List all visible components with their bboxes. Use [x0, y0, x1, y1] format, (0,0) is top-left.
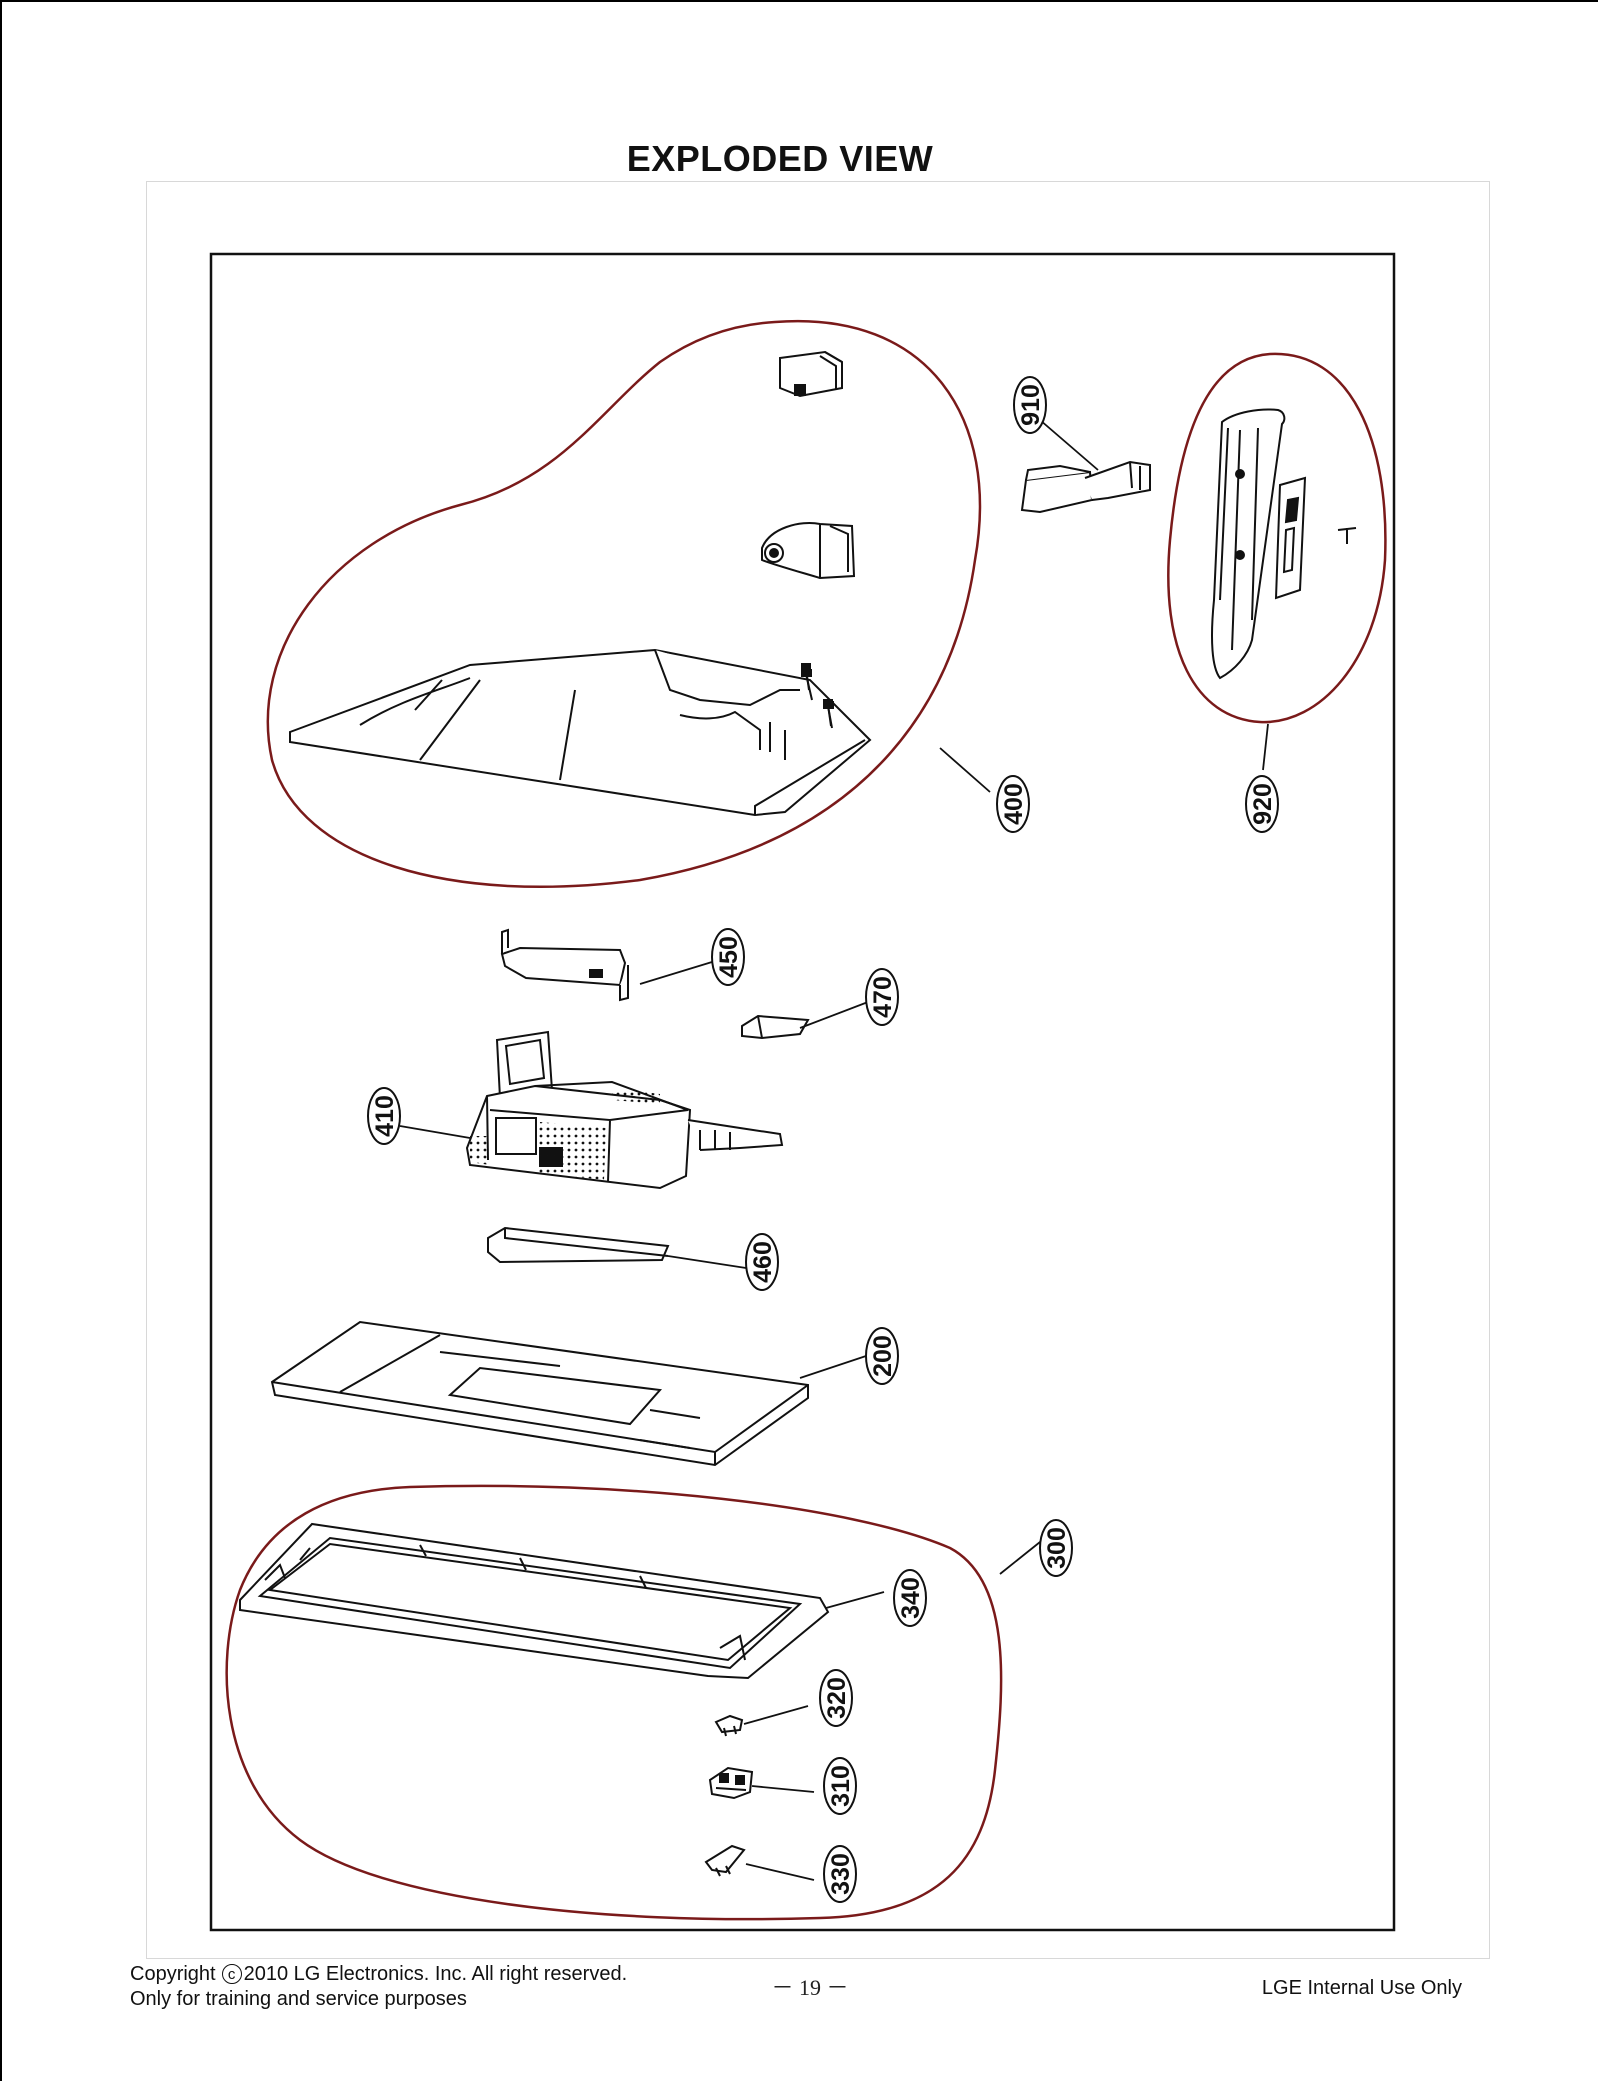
callout-bubble [1013, 376, 1047, 434]
leader-460 [667, 1255, 747, 1269]
callout-bubble [367, 1087, 401, 1145]
small-part-470 [741, 1014, 810, 1040]
callout-920: 920 [1245, 775, 1279, 833]
callout-label-450: 450 [715, 936, 743, 978]
main-board-part-410 [465, 1030, 784, 1190]
callout-450: 450 [711, 928, 745, 986]
callout-320: 320 [819, 1669, 853, 1727]
diagram-inner-frame [209, 252, 1396, 1932]
callout-label-910: 910 [1017, 384, 1045, 426]
stand-body-part-910 [1020, 460, 1151, 514]
group-outline-400 [266, 319, 982, 889]
callout-910: 910 [1013, 376, 1047, 434]
copyright-prefix: Copyright [130, 1963, 216, 1985]
leader-400 [939, 747, 991, 793]
leader-450 [639, 961, 713, 985]
callout-label-460: 460 [749, 1241, 777, 1283]
control-board-part-310 [708, 1766, 754, 1800]
hinge-cover-part [779, 350, 843, 398]
callout-label-330: 330 [827, 1853, 855, 1895]
back-cover-part-920 [1211, 408, 1357, 680]
bracket-part-450 [500, 928, 629, 1002]
callout-bubble [745, 1233, 779, 1291]
callout-310: 310 [823, 1757, 857, 1815]
callout-label-320: 320 [823, 1677, 851, 1719]
callout-label-340: 340 [897, 1577, 925, 1619]
perforation-pattern-top [612, 1088, 660, 1104]
callout-bubble [819, 1669, 853, 1727]
sheet-part-460 [487, 1226, 670, 1264]
callout-label-920: 920 [1249, 783, 1277, 825]
stand-neck-part [761, 522, 856, 580]
callout-460: 460 [745, 1233, 779, 1291]
callout-bubble [711, 928, 745, 986]
group-outline-300 [225, 1484, 1003, 1921]
callout-label-410: 410 [371, 1095, 399, 1137]
callout-340: 340 [893, 1569, 927, 1627]
group-outline-920 [1167, 352, 1387, 724]
stand-base-part [289, 648, 872, 817]
perforation-pattern [536, 1122, 606, 1180]
leader-330 [745, 1863, 815, 1881]
callout-label-400: 400 [1000, 783, 1028, 825]
button-part-320 [714, 1714, 744, 1737]
panel-part-200 [270, 1320, 809, 1467]
leader-340 [825, 1591, 885, 1609]
leader-410 [399, 1125, 471, 1139]
callout-bubble [996, 775, 1030, 833]
callout-label-470: 470 [869, 976, 897, 1018]
callout-bubble [823, 1845, 857, 1903]
leader-470 [799, 1001, 869, 1029]
callout-label-200: 200 [869, 1335, 897, 1377]
copyright-text: 2010 LG Electronics. Inc. All right rese… [243, 1963, 628, 1985]
callout-bubble [1245, 775, 1279, 833]
purpose-line: Only for training and service purposes [130, 1988, 467, 2010]
diagram-outer-frame [146, 181, 1490, 1959]
leader-200 [799, 1355, 867, 1379]
leader-920 [1262, 723, 1269, 771]
copyright-symbol-icon: c [221, 1964, 242, 1984]
callout-400: 400 [996, 775, 1030, 833]
callout-300: 300 [1039, 1519, 1073, 1577]
leader-310 [751, 1785, 815, 1793]
page-number: － 19 － [771, 1975, 849, 2000]
cover-part-330 [704, 1844, 746, 1877]
callout-bubble [893, 1569, 927, 1627]
leader-lines [399, 419, 1269, 1881]
screws-part [801, 669, 834, 729]
callout-200: 200 [865, 1327, 899, 1385]
leader-910 [1039, 419, 1099, 471]
callout-bubble [1039, 1519, 1073, 1577]
perforation-pattern-side [470, 1136, 490, 1165]
callout-330: 330 [823, 1845, 857, 1903]
leader-300 [999, 1541, 1041, 1575]
leader-320 [743, 1705, 809, 1725]
page-title: EXPLODED VIEW [626, 138, 934, 179]
callout-label-300: 300 [1043, 1527, 1071, 1569]
callout-bubble [865, 968, 899, 1026]
internal-use-label: LGE Internal Use Only [1261, 1977, 1462, 1999]
callout-410: 410 [367, 1087, 401, 1145]
callout-label-310: 310 [827, 1765, 855, 1807]
callout-470: 470 [865, 968, 899, 1026]
front-bezel-part-340 [239, 1522, 830, 1680]
callout-bubble [865, 1327, 899, 1385]
callout-bubble [823, 1757, 857, 1815]
